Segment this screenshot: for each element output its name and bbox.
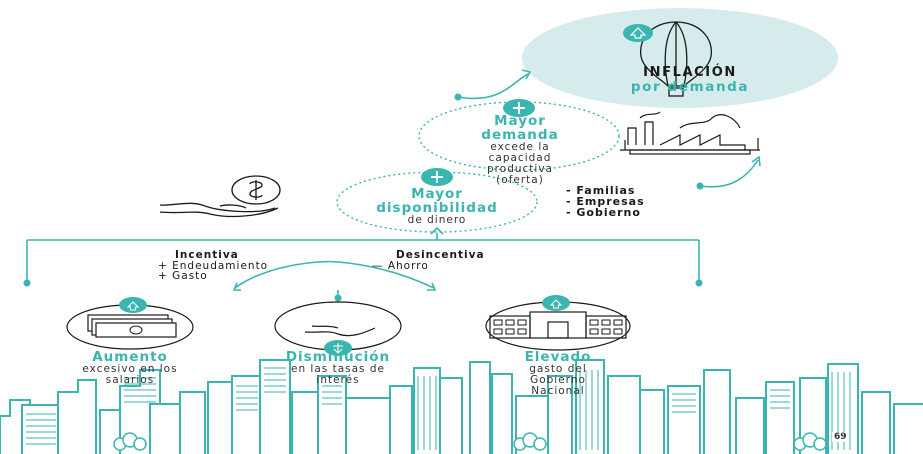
- cause-salaries-title: Aumento: [92, 349, 168, 365]
- demand-label: Mayor demanda excede la capacidad produc…: [440, 114, 600, 186]
- hot-air-balloon-icon: [640, 21, 712, 97]
- cause-salaries-line: excesivo en los: [82, 363, 178, 375]
- incentiva-block: Incentiva + Endeudamiento + Gasto: [158, 250, 268, 282]
- demand-desc-3: productiva: [487, 163, 553, 175]
- cause-rates-line: en las tasas de: [290, 363, 385, 375]
- cause-rates: Disminución en las tasas de interés: [258, 350, 418, 386]
- money-circle: [336, 171, 538, 233]
- arrow-dot-1: [454, 93, 462, 101]
- factory-icon: [620, 111, 760, 155]
- page-number: 69: [832, 432, 849, 442]
- agent-item: - Empresas: [566, 195, 645, 208]
- agent-item: - Gobierno: [566, 206, 641, 219]
- money-title-1: Mayor: [411, 186, 463, 202]
- incentiva-title: Incentiva: [175, 249, 239, 261]
- goal-up-badge: [623, 24, 653, 42]
- agents-list: - Familias - Empresas - Gobierno: [566, 185, 645, 218]
- arrow-dot-2: [696, 182, 704, 190]
- flow-arrows: [232, 69, 761, 291]
- center-dot: [334, 294, 342, 302]
- money-desc: de dinero: [407, 214, 467, 226]
- demand-title-1: Mayor: [494, 113, 546, 129]
- demand-desc-4: (oferta): [496, 174, 544, 186]
- bracket-up-arrow: [430, 226, 444, 235]
- goal-subtitle: por demanda: [630, 79, 750, 95]
- demand-desc-1: excede la: [490, 141, 550, 153]
- cash-stack-icon: [66, 297, 194, 350]
- agent-item: - Familias: [566, 184, 636, 197]
- window-stripes: [26, 367, 851, 450]
- cause-spending-line: Nacional: [531, 385, 585, 397]
- money-title-2: disponibilidad: [376, 200, 498, 216]
- desincentiva-item: — Ahorro: [372, 259, 429, 272]
- plus-badge-demand: [503, 99, 535, 117]
- inflation-bubble: [522, 8, 838, 108]
- trees: [113, 432, 827, 451]
- goal-title: INFLACIÓN: [643, 65, 737, 80]
- demand-circle: [418, 101, 620, 171]
- money-label: Mayor disponibilidad de dinero: [342, 187, 532, 226]
- bracket-dot-left: [23, 279, 31, 287]
- demand-desc-2: capacidad: [488, 152, 552, 164]
- cause-spending-title: Elevado: [524, 349, 592, 365]
- goal-label: INFLACIÓN por demanda: [590, 65, 790, 95]
- incentiva-item: + Endeudamiento: [158, 259, 269, 272]
- bracket-dot-right: [695, 279, 703, 287]
- government-building-icon: [485, 295, 631, 351]
- bracket: [26, 233, 700, 298]
- desincentiva-block: Desincentiva — Ahorro: [372, 250, 485, 271]
- cause-salaries: Aumento excesivo en los salarios: [50, 350, 210, 386]
- cause-spending: Elevado gasto del Gobierno Nacional: [478, 350, 638, 397]
- desincentiva-title: Desincentiva: [396, 249, 485, 261]
- cause-salaries-line: salarios: [105, 374, 155, 386]
- cause-spending-line: Gobierno: [530, 374, 586, 386]
- hand-coin-icon: [159, 175, 281, 218]
- cause-spending-line: gasto del: [529, 363, 587, 375]
- plus-badge-money: [421, 168, 453, 186]
- cityscape: [0, 359, 923, 454]
- demand-title-2: demanda: [481, 127, 559, 143]
- cause-rates-line: interés: [316, 374, 360, 386]
- cause-rates-title: Disminución: [285, 349, 391, 365]
- incentiva-item: + Gasto: [158, 270, 208, 282]
- percent-hand-icon: [274, 301, 402, 356]
